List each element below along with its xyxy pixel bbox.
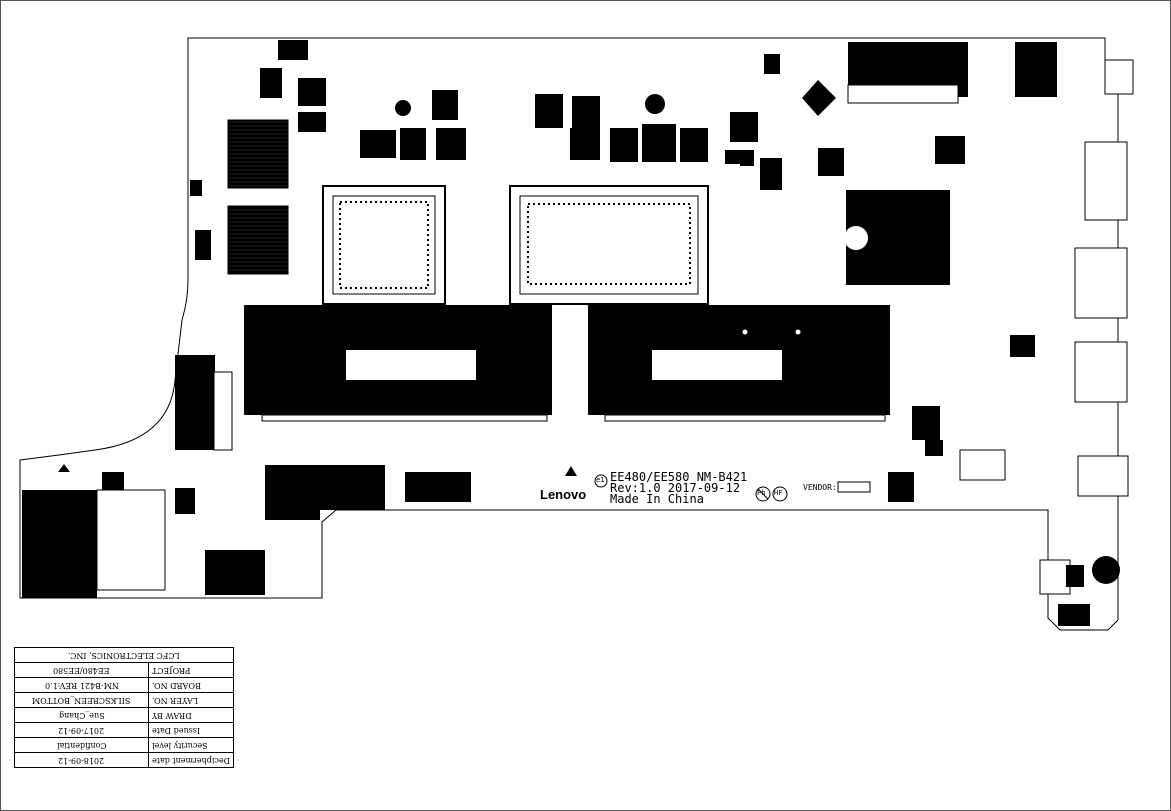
pb-label: Pb <box>757 489 766 497</box>
block <box>1058 604 1090 626</box>
connector-block <box>1015 42 1057 97</box>
e1-mark <box>594 474 608 488</box>
dimm-slot-right <box>588 305 890 422</box>
hf-label: HF <box>774 489 783 497</box>
draw-by-value: Sue_Chang <box>58 710 105 720</box>
board-marking-line1: EE480/EE580 NM-B421 <box>610 470 748 484</box>
pin1-marker <box>565 466 577 476</box>
security-level-field: Security level <box>151 740 208 750</box>
capacitor <box>645 94 665 114</box>
block <box>740 150 754 166</box>
vendor-box <box>837 481 871 493</box>
title-row: 2018-09-12 Decipherment date <box>14 752 235 768</box>
connector-slot <box>847 84 959 104</box>
layer-no-field: LAYER NO. <box>151 695 198 705</box>
mount-hole <box>1092 556 1120 584</box>
company-name: LCFC ELECTRONICS, INC. <box>68 650 180 660</box>
block <box>1066 565 1084 587</box>
block <box>1010 335 1035 357</box>
company-cell: LCFC ELECTRONICS, INC. <box>14 647 234 663</box>
decipherment-date-field: Decipherment date <box>151 755 230 765</box>
board-no-value: NM-B421 REV:1.0 <box>44 680 119 690</box>
socket-left <box>322 185 446 305</box>
connector-block <box>175 355 215 450</box>
title-row: Sue_Chang DRAW BY <box>14 707 235 723</box>
decipherment-date-value: 2018-09-12 <box>58 755 105 765</box>
capacitor <box>395 100 411 116</box>
title-block: LCFC ELECTRONICS, INC. EE480/EE580 PROJE… <box>14 647 235 768</box>
connector-slot <box>96 489 166 591</box>
board-outline <box>19 37 1119 631</box>
connector-slot <box>213 371 233 451</box>
title-row: EE480/EE580 PROJECT <box>14 662 235 678</box>
pb-strike <box>757 488 769 500</box>
title-row: 2017-09-12 Issued Date <box>14 722 235 738</box>
component-outline <box>1039 559 1071 595</box>
block <box>102 472 124 490</box>
vendor-label: VENDOR: <box>803 483 837 492</box>
ic-diamond <box>802 80 836 116</box>
inductor <box>912 406 940 440</box>
title-row: SILKSCREEN_BOTTOM LAYER NO. <box>14 692 235 708</box>
block <box>405 472 471 502</box>
e1-label: e1 <box>596 476 605 484</box>
usb-ports <box>1074 59 1134 497</box>
draw-by-field: DRAW BY <box>151 710 192 720</box>
layer-no-value: SILKSCREEN_BOTTOM <box>32 695 131 705</box>
board-marking-line3: Made In China <box>610 492 704 506</box>
block <box>265 500 320 520</box>
issued-date-field: Issued Date <box>151 725 200 735</box>
hf-mark <box>772 486 788 502</box>
issued-date-value: 2017-09-12 <box>58 725 105 735</box>
security-level-value: Confidential <box>56 740 107 750</box>
block <box>195 230 211 260</box>
dimm-slot-left <box>244 305 552 422</box>
block <box>888 472 914 502</box>
component-outline <box>959 449 1006 481</box>
block <box>925 440 943 456</box>
title-row: NM-B421 REV:1.0 BOARD NO. <box>14 677 235 693</box>
project-value: EE480/EE580 <box>53 665 110 675</box>
pin1-marker <box>58 464 70 472</box>
project-field: PROJECT <box>151 665 191 675</box>
bga-chip <box>227 119 289 189</box>
connector-block <box>205 550 265 595</box>
lenovo-logo: Lenovo <box>540 487 587 502</box>
title-row: Confidential Security level <box>14 737 235 753</box>
board-marking-line2: Rev:1.0 2017-09-12 <box>610 481 741 495</box>
block <box>190 180 202 196</box>
bga-chip <box>227 205 289 275</box>
pb-free-mark <box>755 486 771 502</box>
connector-block <box>22 490 97 598</box>
board-no-field: BOARD NO. <box>151 680 201 690</box>
inductor <box>175 488 195 514</box>
socket-right <box>509 185 709 305</box>
block <box>278 40 308 60</box>
large-block <box>846 190 950 285</box>
inductors <box>260 54 965 190</box>
mount-hole <box>844 226 868 250</box>
